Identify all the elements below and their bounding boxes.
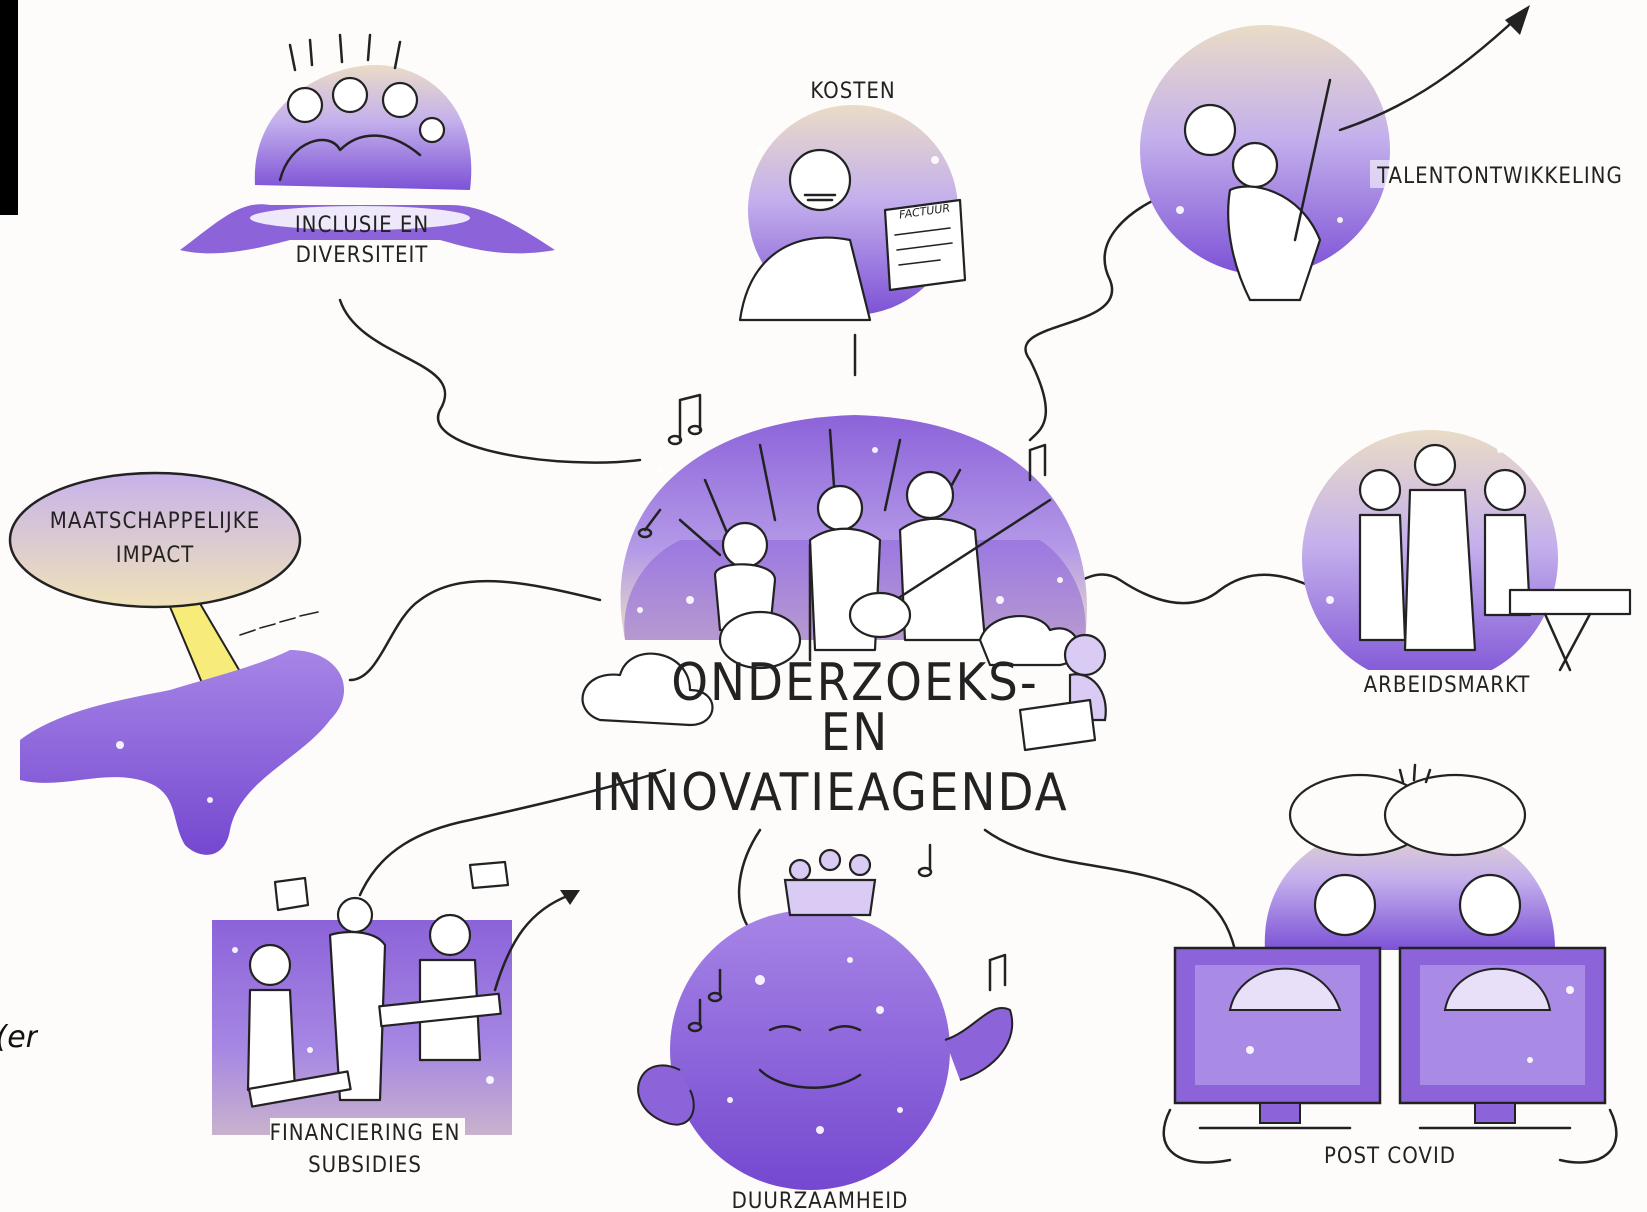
postcovid-person1-head [1315,875,1375,935]
fin-sign-right [470,862,508,888]
arbeidsmarkt-person1-head [1360,470,1400,510]
impact-splash [20,650,344,855]
postcovid-label: POST COVID [1324,1144,1456,1169]
arbeidsmarkt-person2-head [1415,445,1455,485]
node-talent: TALENTONTWIKKELING [1140,5,1635,300]
impact-speech-bubble [10,473,300,607]
inclusie-person3-head [383,83,417,117]
impact-dots [240,612,318,635]
fin-person1-body [248,990,295,1090]
center-label-line3: INNOVATIEAGENDA [591,763,1068,823]
guitarist-body [900,519,985,640]
node-arbeidsmarkt: ARBEIDSMARKT [1302,430,1630,698]
node-maatschappelijk: MAATSCHAPPELIJKE IMPACT [10,473,344,855]
inclusie-person2-head [333,78,367,112]
sitting-figure-head [1065,635,1105,675]
center-label-line2: EN [821,703,890,763]
arbeidsmarkt-person2-body [1405,490,1475,650]
speech-bubble-right [1385,775,1525,855]
impact-label-line1: MAATSCHAPPELIJKE [50,509,261,534]
guitarist-head [907,472,953,518]
earth-people [785,850,875,915]
earth-globe [670,910,950,1190]
duurzaamheid-label: DUURZAAMHEID [732,1189,909,1212]
talent-label: TALENTONTWIKKELING [1376,164,1623,189]
inclusie-label-line2: DIVERSITEIT [296,243,429,268]
fin-sign-left [275,878,308,910]
talent-person1-head [1185,105,1235,155]
connector-inclusie [340,300,640,463]
arbeidsmarkt-person1-body [1360,515,1405,640]
connector-duurzaamheid [739,830,760,930]
keyboard-stand [1545,614,1590,670]
node-kosten: FACTUUR KOSTEN [740,75,965,320]
drummer-head [723,523,767,567]
earth-right-arm [945,1008,1012,1080]
node-financiering: FINANCIERING EN SUBSIDIES [212,862,580,1178]
arbeidsmarkt-keyboard [1510,590,1630,614]
arbeidsmarkt-label: ARBEIDSMARKT [1364,673,1531,698]
fin-person1-head [250,945,290,985]
connector-maatschappelijk [350,581,600,680]
guitar-body [850,593,910,637]
postcovid-person2-head [1460,875,1520,935]
node-duurzaamheid: DUURZAAMHEID [638,845,1012,1212]
inclusie-person4-head [420,118,444,142]
talent-person2-head [1233,143,1277,187]
singer-head [818,486,862,530]
connector-talent [1025,195,1165,440]
inclusie-person1-head [288,88,322,122]
node-postcovid: POST COVID [1164,765,1617,1169]
arbeidsmarkt-person3-head [1485,470,1525,510]
financiering-label-line1: FINANCIERING EN [270,1121,461,1146]
node-inclusie: INCLUSIE EN DIVERSITEIT [180,35,555,268]
fin-person3-head [430,915,470,955]
talent-arrow-head [1505,5,1530,35]
connector-postcovid [985,830,1235,950]
financiering-label-line2: SUBSIDIES [308,1153,422,1178]
kosten-label: KOSTEN [810,79,895,104]
inclusie-label-line1: INCLUSIE EN [295,213,429,238]
inclusie-rays [290,35,400,70]
impact-label-line2: IMPACT [116,543,195,568]
center-node: ONDERZOEKS- EN INNOVATIEAGENDA [583,395,1106,823]
fin-person2-head [338,898,372,932]
